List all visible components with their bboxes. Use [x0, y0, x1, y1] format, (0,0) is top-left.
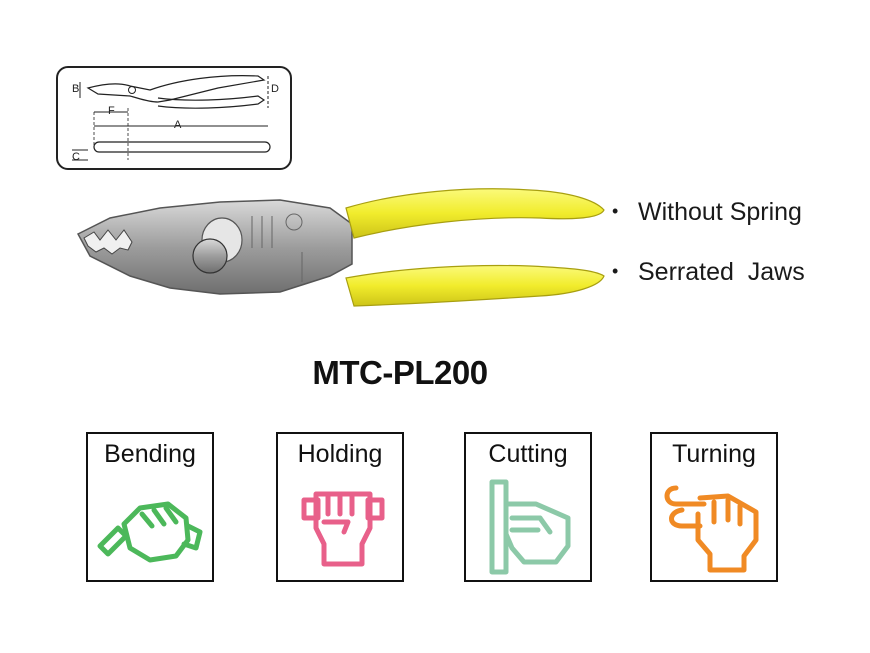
bending-hand-icon	[97, 501, 203, 563]
use-card-label: Cutting	[488, 440, 568, 468]
feature-text: Without Spring	[638, 198, 802, 226]
use-card-holding: Holding	[276, 432, 404, 582]
feature-item: • Without Spring	[612, 198, 802, 227]
bullet: •	[612, 260, 619, 281]
dim-label-b: B	[72, 83, 80, 95]
use-card-turning: Turning	[650, 432, 778, 582]
dim-label-c: C	[72, 151, 80, 163]
holding-fist-icon	[301, 491, 385, 567]
dim-label-d: D	[271, 83, 279, 95]
model-number: MTC-PL200	[312, 354, 488, 391]
use-card-label: Bending	[104, 440, 196, 468]
bullet: •	[612, 200, 619, 221]
feature-item: • Serrated Jaws	[612, 258, 805, 287]
use-card-bending: Bending	[86, 432, 214, 582]
use-card-label: Turning	[672, 440, 756, 468]
cutting-hand-icon	[489, 479, 571, 575]
upper-handle	[345, 188, 605, 239]
pliers-image	[76, 188, 605, 307]
pliers-outline-drawing	[72, 75, 271, 161]
use-card-label: Holding	[297, 440, 383, 468]
lower-handle	[345, 264, 605, 307]
turning-hand-icon	[664, 485, 759, 573]
dim-label-a: A	[174, 119, 182, 131]
dim-label-f: F	[108, 105, 115, 117]
use-card-cutting: Cutting	[464, 432, 592, 582]
dimension-diagram: B D F A C	[56, 66, 292, 170]
feature-text: Serrated Jaws	[638, 258, 805, 286]
